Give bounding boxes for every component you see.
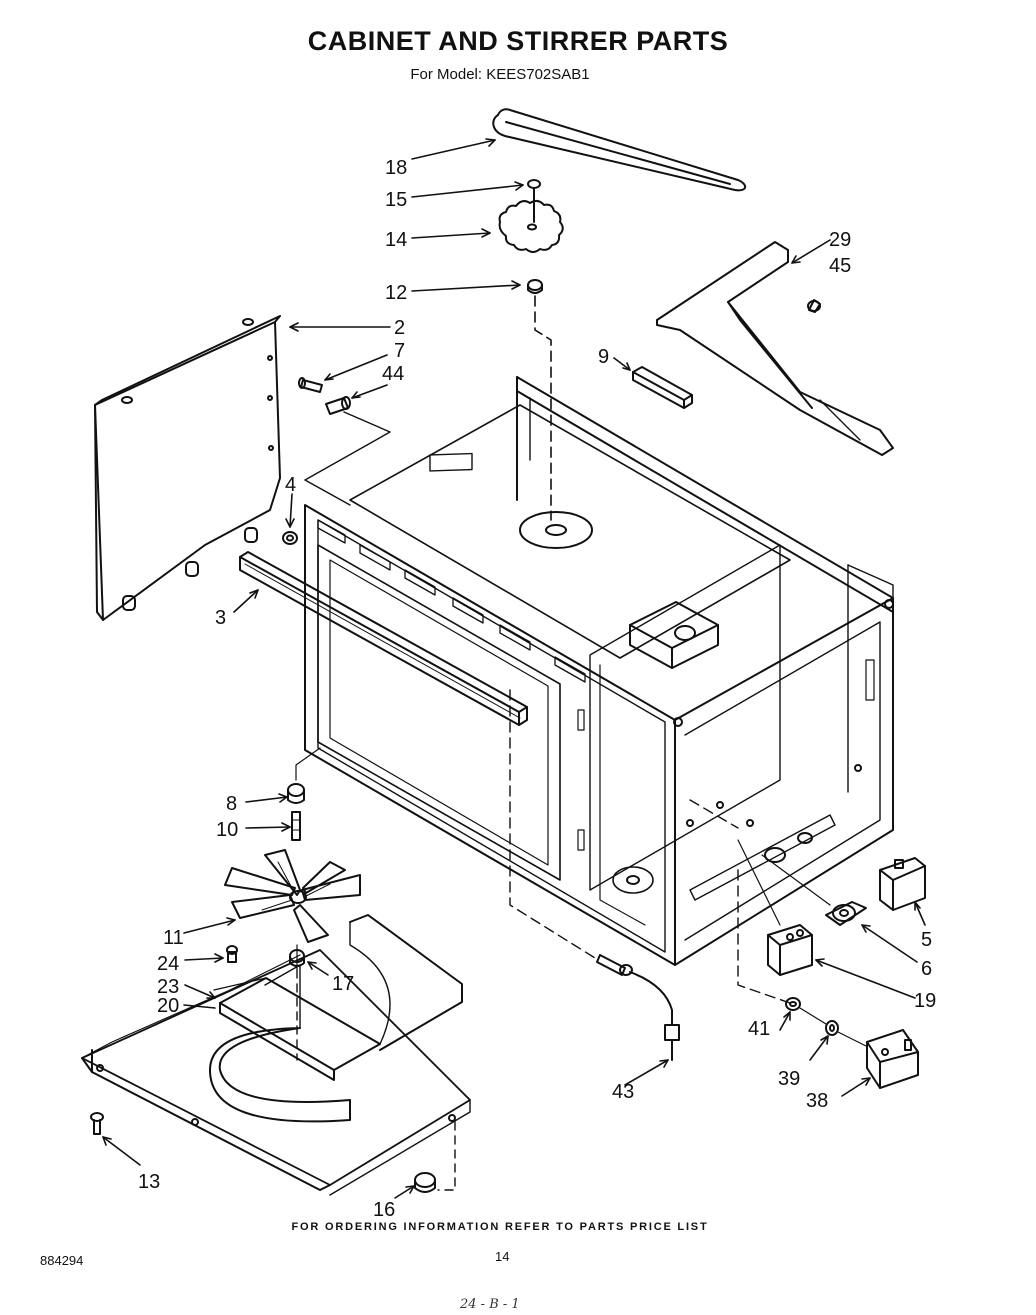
leader-lines <box>102 138 926 1199</box>
callout-10: 10 <box>216 819 238 841</box>
callout-11: 11 <box>163 927 184 949</box>
page-title: CABINET AND STIRRER PARTS <box>307 26 729 56</box>
callout-15: 15 <box>385 189 407 211</box>
callout-5: 5 <box>921 929 932 951</box>
callout-7: 7 <box>394 340 405 362</box>
callout-4: 4 <box>285 474 296 496</box>
callout-16: 16 <box>373 1199 395 1221</box>
part-10-shaft <box>291 811 301 841</box>
callout-numbers: 18 15 14 12 2 7 44 4 3 29 45 9 8 10 11 2… <box>138 157 936 1221</box>
part-4-nut <box>282 531 298 545</box>
part-9-gasket <box>632 366 693 409</box>
part-45-screw <box>807 299 821 313</box>
model-subtitle: For Model: KEES702SAB1 <box>410 66 590 83</box>
callout-23: 23 <box>157 976 179 998</box>
part-14-stirrer-blade <box>498 199 564 253</box>
ordering-note: FOR ORDERING INFORMATION REFER TO PARTS … <box>291 1221 709 1233</box>
part-12-nut <box>527 279 543 294</box>
part-18-belt <box>492 108 747 192</box>
bottom-cover <box>81 949 471 1196</box>
callout-18: 18 <box>385 157 407 179</box>
part-6-thermal-cutout <box>825 901 867 926</box>
part-39-washer <box>825 1020 839 1036</box>
part-15-clip <box>527 179 541 223</box>
part-41-nut <box>785 997 801 1011</box>
callout-14: 14 <box>385 229 407 251</box>
part-13-screw <box>90 1112 104 1135</box>
callout-2: 2 <box>394 317 405 339</box>
stirrer-shield-arc <box>209 1027 351 1123</box>
callout-12: 12 <box>385 282 407 304</box>
part-11-stirrer-fan <box>224 849 361 943</box>
part-38-switch <box>866 1029 919 1089</box>
callout-9: 9 <box>598 346 609 368</box>
part-8-coupling <box>287 783 305 804</box>
callout-41: 41 <box>748 1018 770 1040</box>
part-43-sensor <box>596 954 680 1061</box>
part-24-rivet <box>226 945 238 963</box>
part-3-trim-bar <box>239 551 528 726</box>
cabinet-body <box>304 376 894 966</box>
part-16-foot <box>414 1172 436 1193</box>
page-number: 14 <box>495 1249 510 1264</box>
callout-24: 24 <box>157 953 179 975</box>
callout-20: 20 <box>157 995 179 1017</box>
callout-8: 8 <box>226 793 237 815</box>
callout-29: 29 <box>829 229 851 251</box>
callout-38: 38 <box>806 1090 828 1112</box>
callout-6: 6 <box>921 958 932 980</box>
handwritten-mark: 24 - B - 1 <box>460 1297 520 1312</box>
callout-44: 44 <box>382 363 404 385</box>
part-19-relay <box>767 924 813 976</box>
document-number: 884294 <box>40 1253 84 1268</box>
callout-19: 19 <box>914 990 936 1012</box>
part-44-spacer <box>325 396 351 415</box>
callout-43: 43 <box>612 1081 634 1103</box>
callout-3: 3 <box>215 607 226 629</box>
part-2-side-panel <box>94 315 281 621</box>
part-29-bracket <box>656 241 894 456</box>
part-20-stirrer-bracket <box>213 914 463 1081</box>
part-5-fuse-block <box>879 857 926 911</box>
callout-13: 13 <box>138 1171 160 1193</box>
part-7-screw <box>298 377 323 393</box>
callout-45: 45 <box>829 255 851 277</box>
callout-17: 17 <box>332 973 354 995</box>
callout-39: 39 <box>778 1068 800 1090</box>
